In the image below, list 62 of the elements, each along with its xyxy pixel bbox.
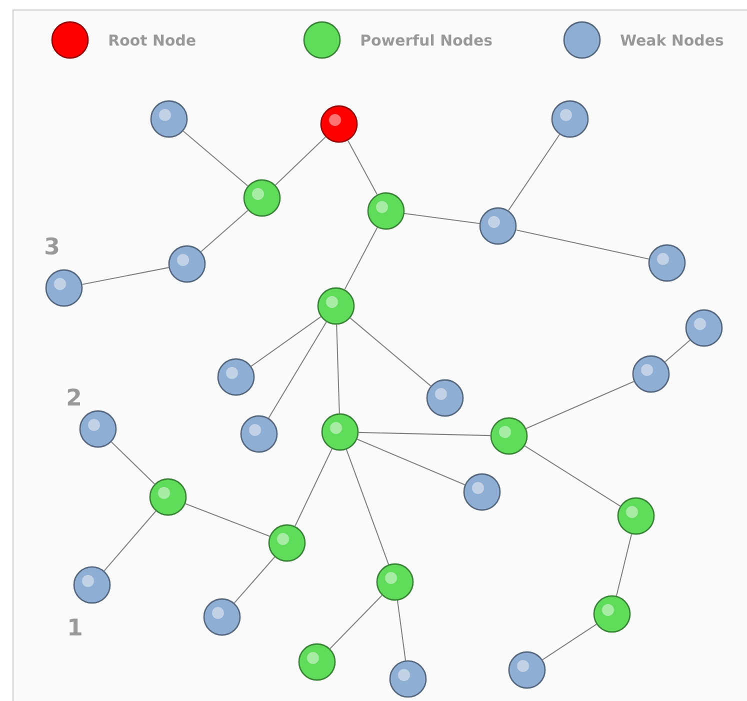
network-node — [321, 413, 359, 451]
connector-line — [336, 324, 340, 414]
network-node — [240, 415, 278, 453]
network-node — [45, 269, 83, 307]
network-node — [617, 497, 655, 535]
network-node — [376, 563, 414, 601]
network-node — [367, 192, 405, 230]
connector-line — [294, 448, 332, 526]
connector-line — [664, 340, 690, 362]
legend-label: Root Node — [110, 34, 196, 46]
network-node — [508, 651, 546, 689]
network-node — [73, 566, 111, 604]
connector-line — [234, 556, 276, 604]
network-node — [389, 660, 427, 698]
network-node — [317, 287, 355, 325]
network-node — [593, 595, 631, 633]
legend-label: Powerful Nodes — [362, 34, 492, 46]
connector-line — [396, 600, 406, 661]
network-node — [168, 245, 206, 283]
network-node — [648, 244, 686, 282]
network-node — [217, 358, 255, 396]
connector-line — [526, 380, 634, 429]
connector-line — [275, 136, 326, 186]
connector-line — [508, 134, 560, 211]
network-node — [320, 105, 358, 143]
network-node — [243, 179, 281, 217]
network-node — [551, 100, 589, 138]
legend-label: Weak Nodes — [620, 34, 724, 46]
connector-line — [111, 442, 155, 484]
network-node — [463, 473, 501, 511]
network-node — [268, 524, 306, 562]
network-node — [79, 410, 117, 448]
group-number: 1 — [70, 618, 82, 636]
network-node — [632, 355, 670, 393]
network-node — [479, 207, 517, 245]
network-node — [490, 417, 528, 455]
connector-line — [524, 446, 620, 506]
connector-line — [346, 449, 390, 565]
connector-line — [542, 624, 597, 660]
connector-line — [104, 510, 156, 572]
connector-line — [358, 432, 490, 436]
network-node — [203, 598, 241, 636]
connector-line — [344, 227, 378, 290]
connector-line — [182, 130, 248, 186]
network-node — [150, 100, 188, 138]
connector-line — [347, 140, 378, 195]
connector-line — [200, 210, 248, 252]
connector-line — [185, 503, 270, 537]
network-node — [426, 379, 464, 417]
network-node — [685, 309, 723, 347]
connector-line — [357, 438, 465, 486]
connector-line — [616, 534, 632, 596]
connector-line — [330, 595, 382, 649]
network-node — [149, 478, 187, 516]
connector-line — [82, 267, 169, 285]
connector-line — [516, 229, 649, 260]
group-number: 2 — [68, 388, 80, 406]
connector-line — [350, 318, 432, 386]
connector-line — [404, 212, 480, 224]
connector-line — [250, 316, 322, 367]
network-node — [298, 643, 336, 681]
connector-line — [268, 322, 327, 418]
